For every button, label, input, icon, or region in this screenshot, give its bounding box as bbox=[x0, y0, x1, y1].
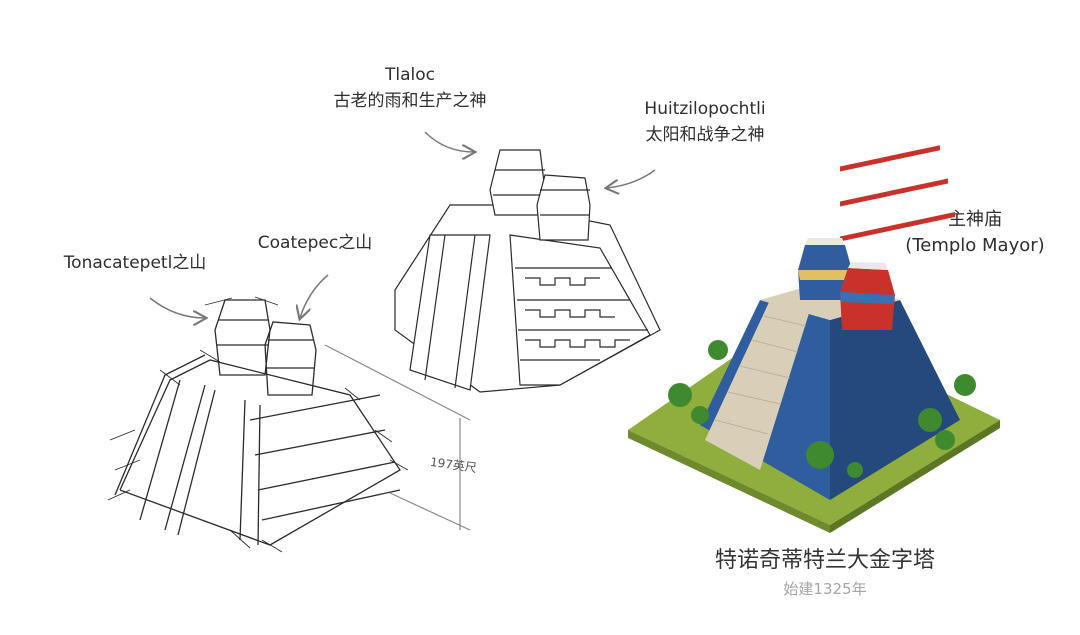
sketch-pyramid bbox=[107, 296, 409, 553]
templo-mayor-chinese: 主神庙 bbox=[948, 209, 1002, 230]
temple-right-face bbox=[830, 300, 960, 500]
colored-temple bbox=[628, 145, 1000, 533]
caption-subtitle: 始建1325年 bbox=[783, 580, 867, 598]
arrow-huitzilopochtli bbox=[607, 169, 656, 188]
annotation-arrows bbox=[149, 131, 656, 318]
templo-mayor-label: 主神庙 (Templo Mayor) bbox=[880, 207, 1070, 259]
caption-title: 特诺奇蒂特兰大金字塔 bbox=[714, 548, 935, 573]
arrow-tlaloc bbox=[424, 131, 474, 152]
tlaloc-name: Tlaloc bbox=[385, 65, 435, 85]
arrow-tonacatepetl bbox=[149, 297, 205, 318]
templo-line-drawing bbox=[394, 149, 661, 393]
coatepec-label: Coatepec之山 bbox=[257, 233, 373, 253]
templo-mayor-english: (Templo Mayor) bbox=[905, 235, 1045, 256]
tonacatepetl-label: Tonacatepetl之山 bbox=[63, 253, 207, 273]
tlaloc-label: Tlaloc 古老的雨和生产之神 bbox=[285, 62, 535, 114]
arrow-coatepec bbox=[300, 274, 329, 318]
huitzilopochtli-description: 太阳和战争之神 bbox=[645, 125, 765, 145]
height-dimension bbox=[324, 344, 471, 531]
tlaloc-description: 古老的雨和生产之神 bbox=[333, 91, 487, 111]
main-staircase bbox=[705, 300, 810, 470]
huitzilopochtli-name: Huitzilopochtli bbox=[644, 99, 766, 119]
huitzilopochtli-label: Huitzilopochtli 太阳和战争之神 bbox=[600, 96, 810, 148]
